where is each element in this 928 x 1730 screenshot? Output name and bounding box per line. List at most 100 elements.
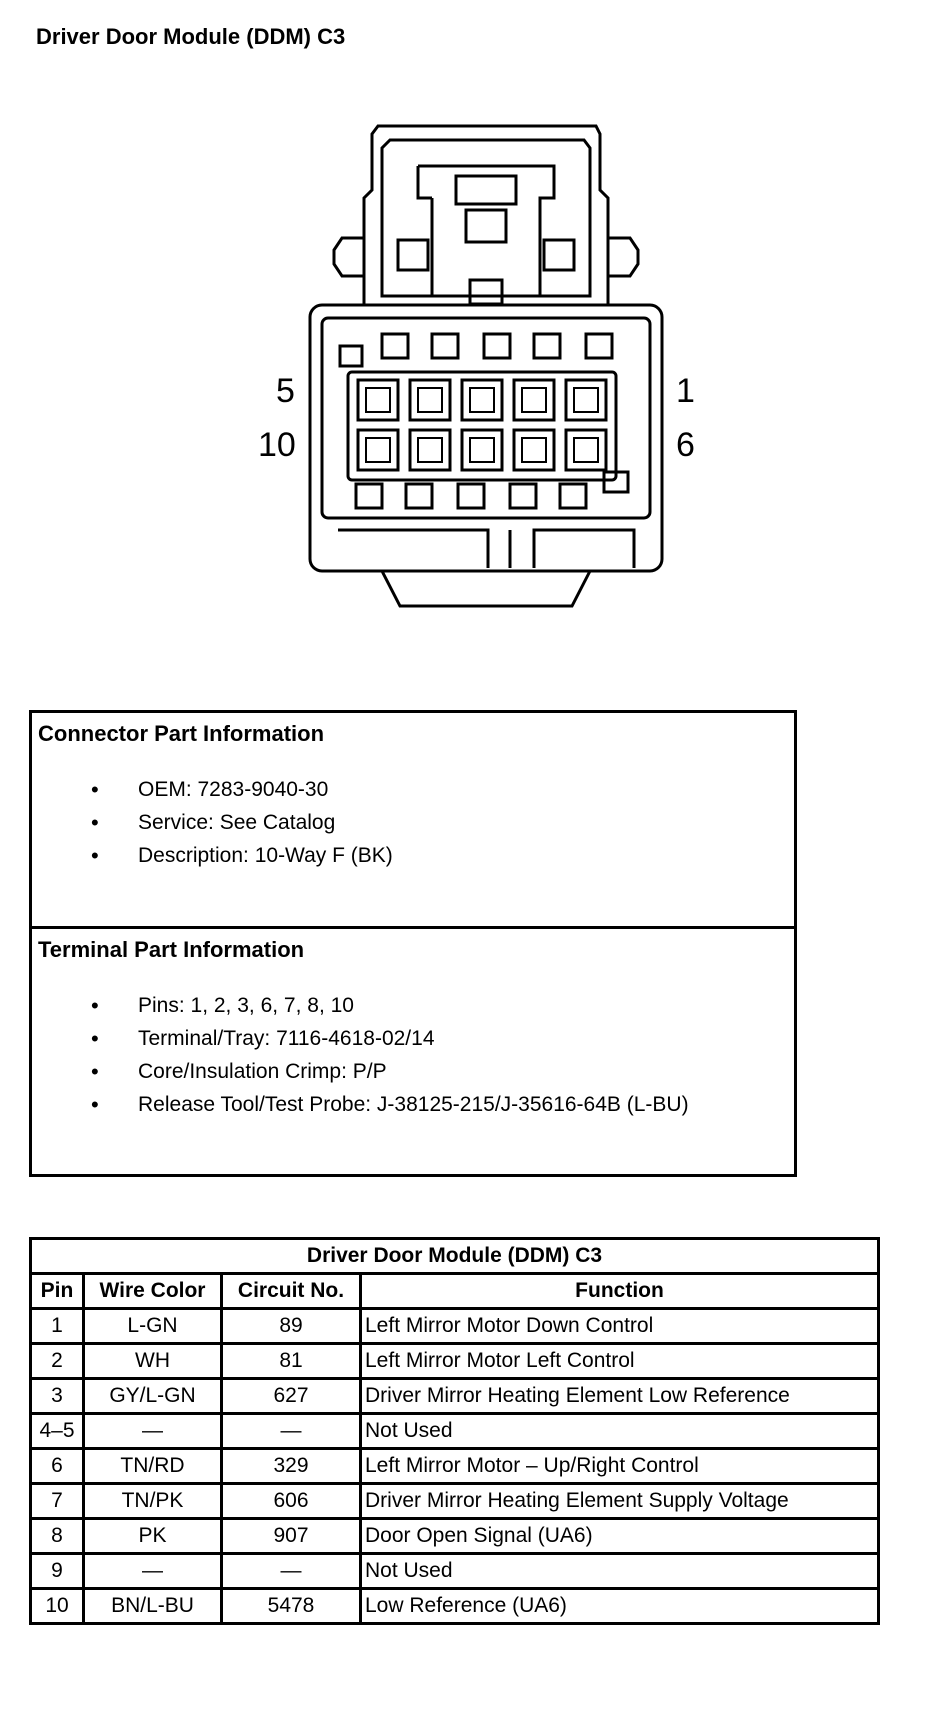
pin-label-5: 5 [276, 372, 295, 410]
terminal-info-heading: Terminal Part Information [38, 937, 305, 962]
table-caption: Driver Door Module (DDM) C3 [29, 1237, 880, 1275]
pin-cavity-9 [408, 428, 452, 472]
cell-function: Not Used [359, 1552, 880, 1590]
cell-wire-color: L-GN [82, 1307, 223, 1345]
cavity-block [346, 370, 618, 482]
latch-notch [468, 278, 504, 306]
pin-cavity-2 [512, 378, 556, 422]
cell-function: Driver Mirror Heating Element Supply Vol… [359, 1482, 880, 1520]
cell-wire-color: — [82, 1412, 223, 1450]
terminal-info-item: Pins: 1, 2, 3, 6, 7, 8, 10 [38, 989, 788, 1022]
cell-function: Door Open Signal (UA6) [359, 1517, 880, 1555]
connector-part-info: Connector Part Information OEM: 7283-904… [32, 713, 794, 929]
connector-info-list: OEM: 7283-9040-30 Service: See Catalog D… [38, 773, 788, 872]
keying-square-bottom [602, 470, 630, 494]
pinout-table: Driver Door Module (DDM) C3 Pin Wire Col… [29, 1237, 880, 1625]
cell-function: Not Used [359, 1412, 880, 1450]
terminal-info-item: Release Tool/Test Probe: J-38125-215/J-3… [38, 1088, 788, 1121]
pin-cavity-6 [564, 428, 608, 472]
cell-wire-color: TN/PK [82, 1482, 223, 1520]
pin-cavity-7 [512, 428, 556, 472]
cell-wire-color: PK [82, 1517, 223, 1555]
cell-pin: 7 [29, 1482, 85, 1520]
connector-body-inner [320, 316, 652, 520]
pin-cavity-5 [356, 378, 400, 422]
pin-label-10: 10 [258, 426, 296, 464]
connector-info-item: Service: See Catalog [38, 806, 788, 839]
cell-function: Left Mirror Motor Down Control [359, 1307, 880, 1345]
latch-inner [380, 138, 592, 298]
pin-label-1: 1 [676, 372, 695, 410]
top-lock-5 [584, 332, 614, 360]
page-title: Driver Door Module (DDM) C3 [36, 24, 346, 49]
cell-pin: 10 [29, 1587, 85, 1625]
pin-cavity-4 [408, 378, 452, 422]
top-lock-4 [532, 332, 562, 360]
pin-cavity-10 [356, 428, 400, 472]
cell-wire-color: GY/L-GN [82, 1377, 223, 1415]
bottom-lock-3 [456, 482, 486, 510]
header-pin: Pin [29, 1272, 85, 1310]
bottom-lock-5 [558, 482, 588, 510]
connector-body [308, 303, 664, 573]
terminal-info-item: Terminal/Tray: 7116-4618-02/14 [38, 1022, 788, 1055]
bottom-foot [380, 570, 592, 608]
cell-pin: 3 [29, 1377, 85, 1415]
header-function: Function [359, 1272, 880, 1310]
cell-circuit-no: 606 [220, 1482, 362, 1520]
table-row: 4–5——Not Used [29, 1412, 880, 1450]
latch-slot-right [542, 238, 576, 272]
pin-label-6: 6 [676, 426, 695, 464]
right-ear [608, 236, 640, 278]
cell-circuit-no: 329 [220, 1447, 362, 1485]
table-header-row: Pin Wire Color Circuit No. Function [29, 1272, 880, 1310]
latch-housing [362, 124, 610, 307]
latch-tab [454, 174, 518, 206]
left-ear [332, 236, 364, 278]
cell-circuit-no: 5478 [220, 1587, 362, 1625]
pin-cavity-1 [564, 378, 608, 422]
terminal-part-info: Terminal Part Information Pins: 1, 2, 3,… [32, 929, 794, 1129]
cell-pin: 4–5 [29, 1412, 85, 1450]
connector-info-heading: Connector Part Information [38, 721, 325, 746]
cell-circuit-no: 627 [220, 1377, 362, 1415]
cell-function: Driver Mirror Heating Element Low Refere… [359, 1377, 880, 1415]
cell-wire-color: BN/L-BU [82, 1587, 223, 1625]
bottom-lock-4 [508, 482, 538, 510]
part-info-box: Connector Part Information OEM: 7283-904… [29, 710, 797, 1177]
cell-circuit-no: 81 [220, 1342, 362, 1380]
cell-pin: 6 [29, 1447, 85, 1485]
latch-arm [416, 164, 556, 296]
connector-info-item: Description: 10-Way F (BK) [38, 839, 788, 872]
cell-pin: 1 [29, 1307, 85, 1345]
cell-circuit-no: 89 [220, 1307, 362, 1345]
bottom-lock-1 [354, 482, 384, 510]
latch-window [464, 208, 508, 244]
cell-function: Left Mirror Motor Left Control [359, 1342, 880, 1380]
header-wire-color: Wire Color [82, 1272, 223, 1310]
bottom-skirt [338, 528, 636, 568]
top-lock-2 [430, 332, 460, 360]
connector-diagram [308, 124, 664, 608]
table-row: 9——Not Used [29, 1552, 880, 1590]
pin-cavities [356, 378, 608, 472]
bottom-lock-2 [404, 482, 434, 510]
cell-pin: 9 [29, 1552, 85, 1590]
cell-circuit-no: — [220, 1412, 362, 1450]
top-lock-3 [482, 332, 512, 360]
cell-circuit-no: 907 [220, 1517, 362, 1555]
pin-cavities-inner [365, 387, 599, 463]
cell-pin: 8 [29, 1517, 85, 1555]
pin-cavity-8 [460, 428, 504, 472]
cell-function: Low Reference (UA6) [359, 1587, 880, 1625]
pin-cavity-3 [460, 378, 504, 422]
cell-wire-color: TN/RD [82, 1447, 223, 1485]
